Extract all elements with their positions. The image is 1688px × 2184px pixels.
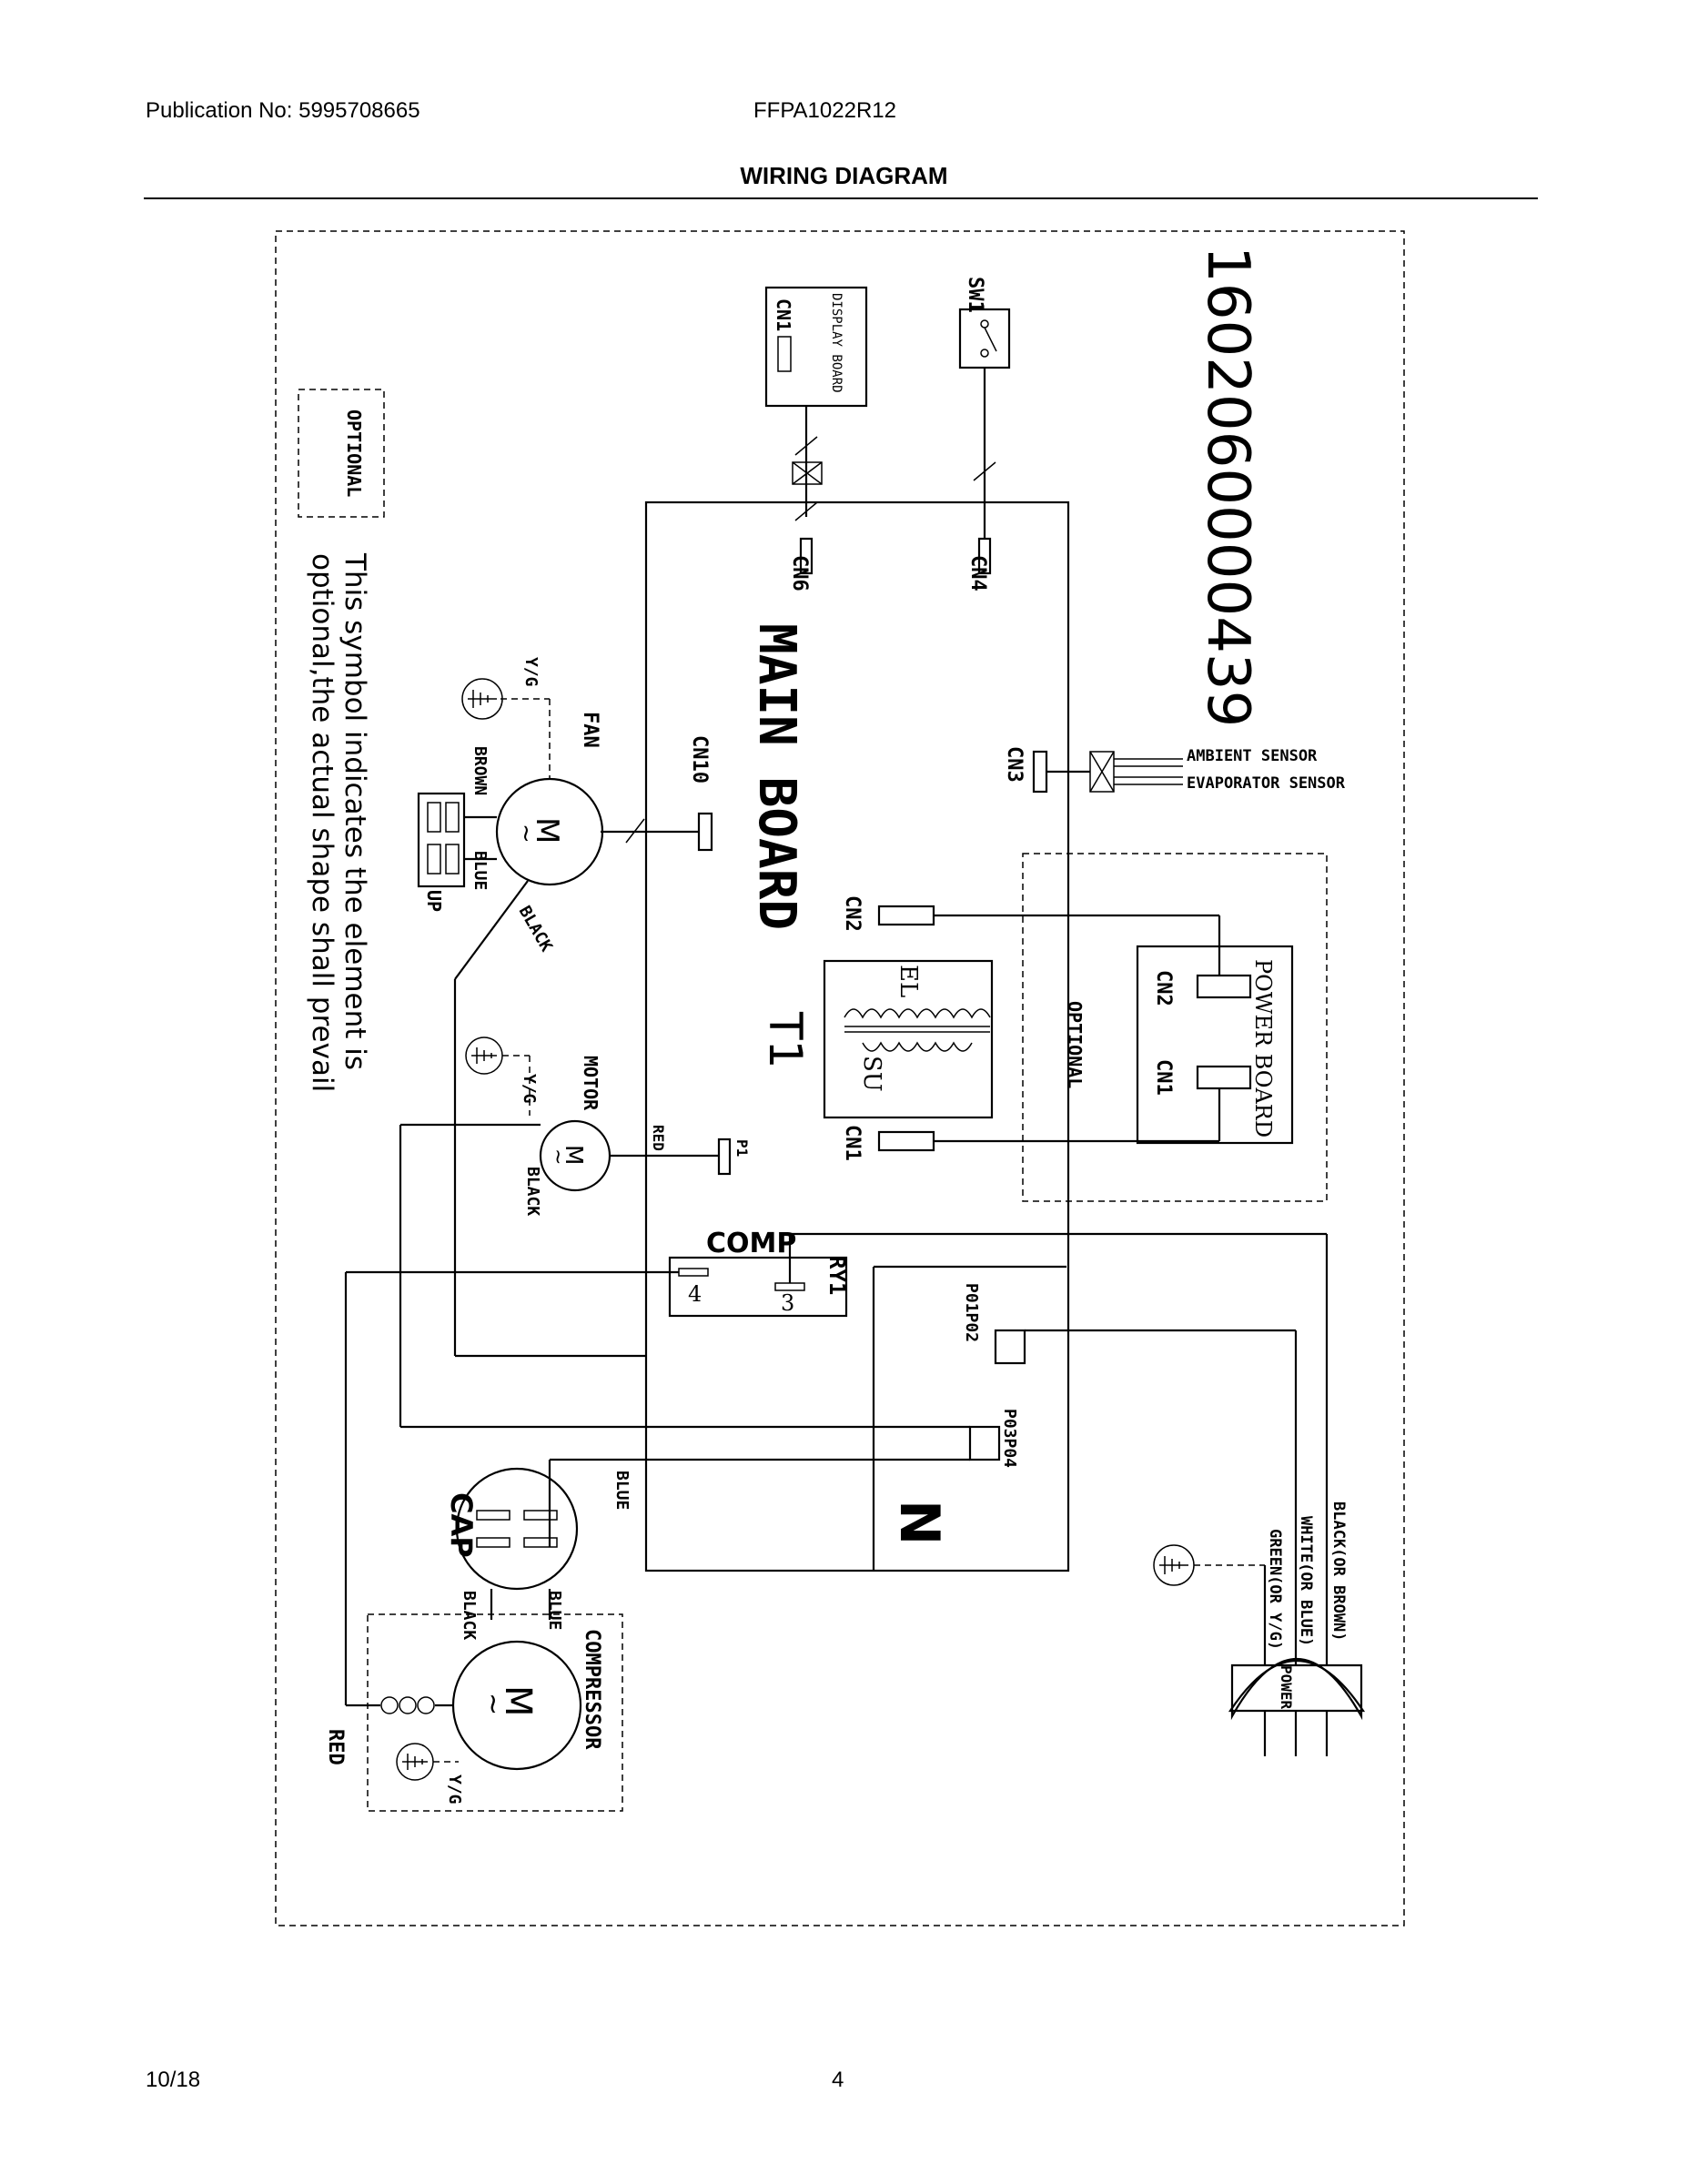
power-white-label: WHITE(OR BLUE) [1297, 1516, 1315, 1646]
optional-legend-label: OPTIONAL [343, 410, 365, 497]
power-board-cn1-label: CN1 [1152, 1059, 1175, 1096]
compressor-ground-icon [396, 1743, 434, 1781]
svg-text:~: ~ [512, 824, 540, 844]
p01p02-connector [994, 1329, 1026, 1365]
cn2-connector [877, 905, 935, 926]
cap-black-label: BLACK [460, 1591, 479, 1640]
comp-blue-label: BLUE [545, 1591, 564, 1630]
cn4-label: CN4 [966, 555, 989, 592]
cn2-label: CN2 [841, 895, 864, 932]
compressor-label: COMPRESSOR [581, 1629, 603, 1750]
display-board-cn1-socket [777, 336, 792, 372]
transformer-box [823, 959, 994, 1119]
cn3-label: CN3 [1003, 746, 1026, 783]
compressor-symbol: M [497, 1685, 539, 1717]
main-board-label: MAIN BOARD [747, 623, 806, 930]
cn3-connector [1032, 750, 1048, 794]
power-green-label: GREEN(OR Y/G) [1266, 1529, 1284, 1650]
page-number: 4 [832, 2068, 844, 2092]
cn6-label: CN6 [788, 555, 811, 592]
cn6-connector [799, 537, 814, 575]
relay-pin4-label: 4 [688, 1281, 702, 1307]
evaporator-sensor-label: EVAPORATOR SENSOR [1187, 774, 1346, 793]
svg-text:~: ~ [546, 1148, 569, 1165]
p1-label: P1 [733, 1139, 751, 1157]
relay-pin3-label: 3 [781, 1290, 794, 1316]
motor-label: MOTOR [580, 1056, 601, 1111]
power-label: POWER [1278, 1665, 1295, 1710]
footer-date: 10/18 [146, 2068, 201, 2092]
overload-protector-icon [380, 1696, 435, 1714]
legend-line-2: optional,the actual shape shall prevail [306, 553, 339, 1092]
sw1-switch [958, 308, 1011, 369]
header-rule [144, 197, 1538, 199]
fan-brown-label: BROWN [470, 746, 490, 795]
p01p02-label: P01P02 [962, 1283, 981, 1342]
power-board-cn2-socket [1196, 974, 1252, 999]
relay-pin3 [774, 1282, 805, 1291]
diagram-frame [275, 230, 1405, 1926]
sensor-connector [1089, 751, 1115, 793]
cn1-connector [877, 1130, 935, 1152]
fan-up-label: UP [423, 890, 445, 912]
optional-legend-box [298, 389, 385, 518]
svg-text:~: ~ [477, 1693, 509, 1715]
relay-box [668, 1256, 848, 1318]
display-board-cn1-label: CN1 [773, 298, 794, 331]
power-black-label: BLACK(OR BROWN) [1329, 1502, 1348, 1642]
power-plug [1230, 1657, 1363, 1721]
cn4-connector [977, 537, 992, 575]
power-board-cn2-label: CN2 [1152, 970, 1175, 1006]
fan-ground-icon [461, 678, 503, 720]
publication-number: Publication No: 5995708665 [146, 98, 420, 123]
display-board-label: DISPLAY BOARD [829, 293, 844, 393]
cap-blue-label: BLUE [612, 1471, 632, 1510]
motor-black-label: BLACK [523, 1167, 542, 1216]
motor-ground-icon [465, 1036, 503, 1075]
comp-label: COMP [706, 1228, 796, 1259]
compressor-red-label: RED [324, 1729, 347, 1765]
fan-black-label: BLACK [515, 903, 556, 956]
sw1-label: SW1 [964, 277, 986, 313]
capacitor [455, 1467, 579, 1591]
optional-region [1022, 853, 1328, 1202]
fan-yg-label: Y/G [521, 657, 541, 687]
main-board-box [644, 500, 1070, 1572]
transformer-label: T1 [759, 1011, 812, 1068]
power-board-box [1136, 945, 1294, 1145]
ambient-sensor-label: AMBIENT SENSOR [1187, 747, 1318, 765]
page-title: WIRING DIAGRAM [740, 162, 948, 189]
cn10-connector [697, 812, 713, 852]
cap-label: CAP [444, 1492, 479, 1558]
model-number: FFPA1022R12 [753, 98, 896, 123]
fan-motor-symbol: M [529, 817, 565, 844]
fan-label: FAN [579, 712, 601, 748]
motor-red-label: RED [650, 1125, 667, 1151]
cn1-label: CN1 [841, 1125, 864, 1161]
transformer-su-label: SU [858, 1056, 885, 1092]
display-board-box [764, 286, 868, 408]
compressor-yg-label: Y/G [445, 1774, 464, 1805]
p03p04-connector [968, 1425, 1001, 1461]
neutral-label: N [887, 1500, 951, 1545]
legend-line-1: This symbol indicates the element is [339, 552, 371, 1070]
motor-yg-label: Y/G [520, 1074, 539, 1104]
power-board-label: POWER BOARD [1250, 959, 1276, 1138]
p03p04-label: P03P04 [1000, 1409, 1019, 1468]
display-connector [792, 461, 823, 485]
fan-blue-label: BLUE [470, 851, 490, 890]
cn10-label: CN10 [688, 735, 711, 784]
relay-pin4 [678, 1268, 709, 1277]
motor-symbol: M [560, 1145, 587, 1165]
p1-connector [717, 1138, 732, 1176]
power-board-cn1-socket [1196, 1065, 1252, 1090]
optional-right-label: OPTIONAL [1064, 1001, 1086, 1088]
transformer-el-label: EL [895, 965, 922, 997]
power-ground-icon [1153, 1544, 1195, 1586]
compressor-optional-region [367, 1613, 623, 1812]
fan-capacitor [417, 792, 466, 888]
part-number: 1602060000439 [1194, 246, 1261, 727]
